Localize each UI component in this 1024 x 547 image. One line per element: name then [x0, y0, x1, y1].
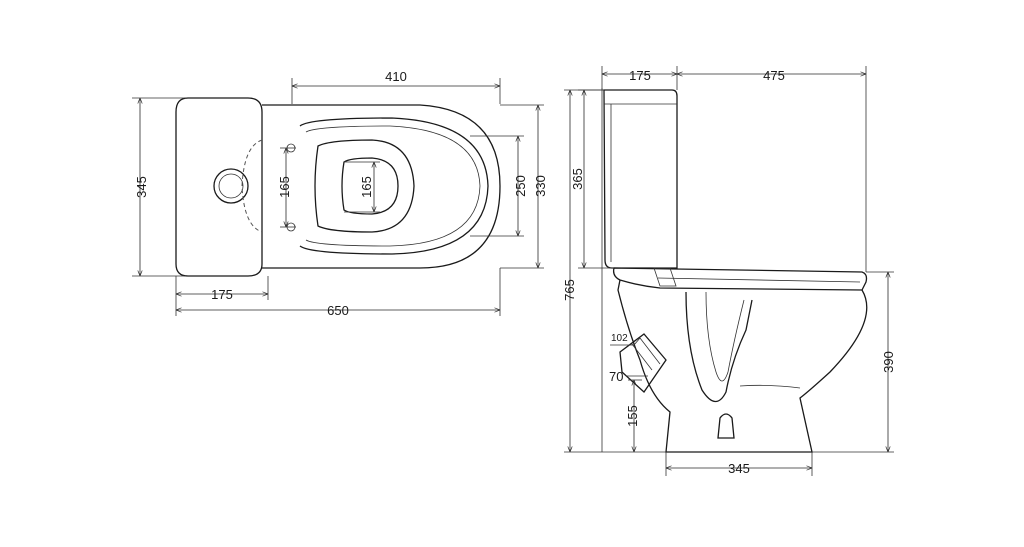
water-area [341, 157, 399, 215]
dim-tank-depth-top: 175 [211, 287, 233, 302]
dim-bowl-length: 410 [385, 69, 407, 84]
dim-bowl-inner: 165 [359, 176, 374, 198]
dim-tank-depth-side: 175 [629, 68, 651, 83]
flush-button-inner [218, 173, 244, 199]
dim-overall-length: 650 [327, 303, 349, 318]
outlet-spigot [619, 333, 667, 393]
seat-inner-outline [305, 125, 481, 247]
flush-button-outer [213, 168, 249, 204]
dim-seat-height: 390 [881, 351, 896, 373]
top-view: 410 345 175 650 165 165 250 33 [132, 69, 548, 318]
tank-outline [175, 97, 263, 277]
dim-outlet-inner: 70 [609, 369, 623, 384]
bowl-outline [262, 104, 501, 269]
dim-hinge-spacing: 165 [277, 176, 292, 198]
dim-tank-height: 365 [570, 168, 585, 190]
dim-overall-height: 765 [562, 279, 577, 301]
dim-overall-width: 345 [134, 176, 149, 198]
dim-seat-width: 250 [513, 175, 528, 197]
floor-outlet [717, 413, 735, 439]
side-view: 175 475 365 765 390 345 102 70 [562, 66, 896, 476]
seat-side-outline [612, 267, 868, 291]
bowl-opening [314, 139, 415, 233]
dim-bowl-width: 330 [533, 175, 548, 197]
dim-base-length: 345 [728, 461, 750, 476]
tank-joint-dashed [241, 139, 263, 233]
dim-outlet-diameter: 102 [611, 333, 628, 344]
dim-bowl-projection: 475 [763, 68, 785, 83]
dim-outlet-height: 155 [625, 405, 640, 427]
seat-outline [299, 117, 489, 255]
trapway-curve [685, 291, 753, 403]
tank-side-outline [603, 89, 678, 269]
